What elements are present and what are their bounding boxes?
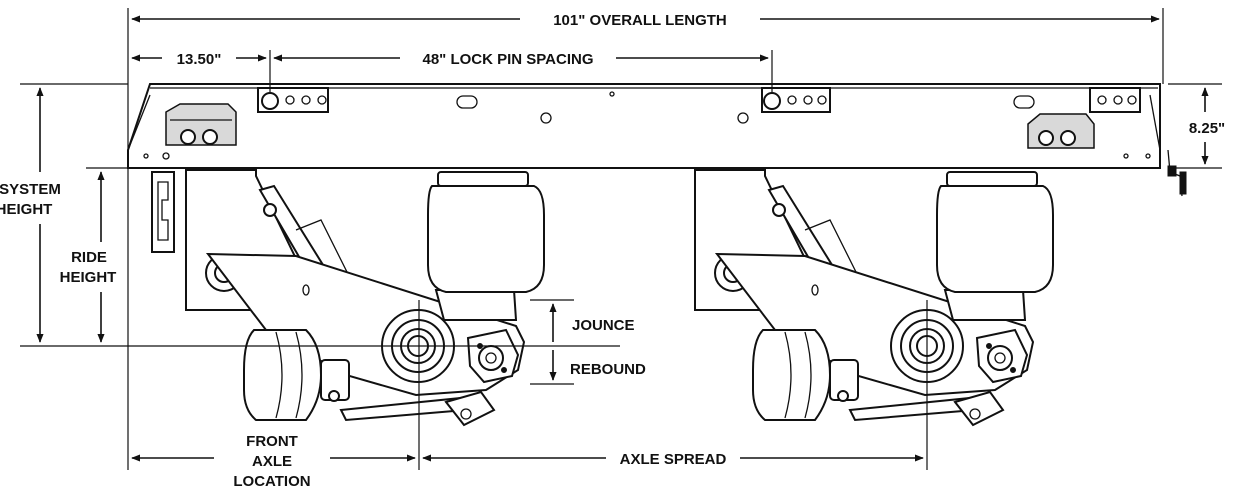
stop-block-front [165,103,237,146]
system-height-label-2: HEIGHT [0,201,52,218]
lock-pin-plate-front [257,87,329,113]
front-axle-location-dimension: FRONT AXLE LOCATION [131,433,416,490]
overall-length-dimension: 101" OVERALL LENGTH [131,12,1160,29]
first-pin-dimension: 13.50" [131,51,267,68]
frame-height-dimension: 8.25" [1189,87,1225,165]
front-axle-label-1: FRONT [246,433,298,450]
ride-height-label-2: HEIGHT [60,269,117,286]
first-pin-label: 13.50" [177,51,222,68]
rebound-dimension: REBOUND [549,350,646,381]
rebound-label: REBOUND [570,361,646,378]
system-height-dimension: SYSTEM HEIGHT [0,87,61,343]
lock-pin-handle [1167,149,1187,197]
front-axle-label-2: AXLE [252,453,292,470]
front-crossmember [151,171,175,253]
slider-frame [127,83,1161,169]
end-plate-rear [1089,87,1141,113]
suspension-unit-front [185,169,545,426]
system-height-label-1: SYSTEM [0,181,61,198]
front-axle-label-3: LOCATION [233,473,310,490]
extension-lines [20,8,1222,470]
axle-spread-label: AXLE SPREAD [620,451,727,468]
jounce-label: JOUNCE [572,317,635,334]
jounce-dimension: JOUNCE [549,303,635,342]
lock-pin-spacing-label: 48" LOCK PIN SPACING [422,51,593,68]
stop-block-rear [1027,113,1095,149]
axle-spread-dimension: AXLE SPREAD [422,451,924,468]
ride-height-label-1: RIDE [71,249,107,266]
frame-height-label: 8.25" [1189,120,1225,137]
ride-height-dimension: RIDE HEIGHT [60,171,117,343]
lock-pin-plate-rear [761,87,831,113]
lock-pin-spacing-dimension: 48" LOCK PIN SPACING [273,51,769,68]
overall-length-label: 101" OVERALL LENGTH [553,12,727,29]
suspension-unit-rear [694,169,1054,426]
